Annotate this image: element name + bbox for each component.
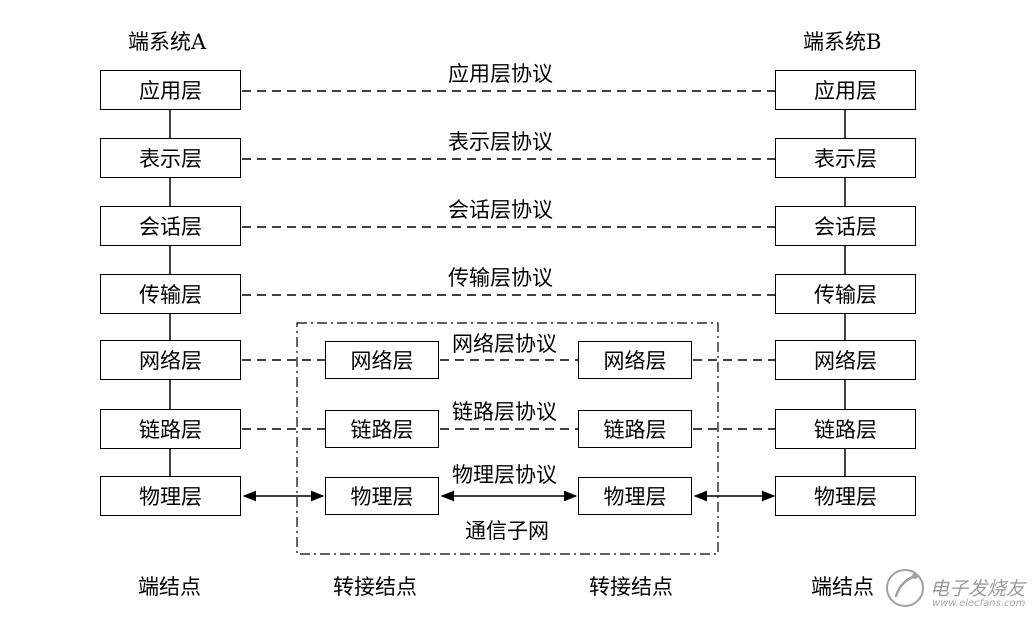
watermark-url: www.elecfans.com (932, 598, 1026, 609)
relay1-layer-network: 网络层 (325, 341, 439, 379)
a-layer-link: 链路层 (100, 409, 241, 449)
subnet-label: 通信子网 (465, 519, 549, 543)
relay2-layer-physical: 物理层 (578, 477, 692, 515)
a-layer-application: 应用层 (100, 70, 241, 110)
subnet-boundary (296, 322, 719, 555)
protocol-label-network: 网络层协议 (448, 334, 561, 355)
a-layer-presentation: 表示层 (100, 138, 241, 178)
protocol-label-transport: 传输层协议 (448, 266, 553, 290)
a-layer-network: 网络层 (100, 340, 241, 380)
b-layer-application: 应用层 (775, 70, 916, 110)
a-layer-transport: 传输层 (100, 274, 241, 314)
b-layer-presentation: 表示层 (775, 138, 916, 178)
relay1-layer-link: 链路层 (325, 410, 439, 448)
relay2-layer-link: 链路层 (578, 410, 692, 448)
node-label-relay-1: 转接结点 (333, 575, 417, 599)
elecfans-logo-icon (886, 569, 924, 607)
node-label-end-a: 端结点 (138, 575, 201, 599)
node-label-relay-2: 转接结点 (589, 575, 673, 599)
watermark: 电子发烧友 www.elecfans.com (882, 560, 1028, 616)
a-layer-physical: 物理层 (100, 476, 241, 516)
protocol-label-application: 应用层协议 (448, 62, 553, 86)
protocol-label-session: 会话层协议 (448, 198, 553, 222)
relay2-layer-network: 网络层 (578, 341, 692, 379)
b-layer-network: 网络层 (775, 340, 916, 380)
protocol-label-physical: 物理层协议 (448, 465, 561, 486)
b-layer-physical: 物理层 (775, 476, 916, 516)
b-layer-link: 链路层 (775, 409, 916, 449)
b-layer-session: 会话层 (775, 206, 916, 246)
watermark-logo-text: 电子发烧友 (930, 578, 1026, 600)
node-label-end-b: 端结点 (811, 575, 874, 599)
a-layer-session: 会话层 (100, 206, 241, 246)
b-layer-transport: 传输层 (775, 274, 916, 314)
protocol-label-presentation: 表示层协议 (448, 130, 553, 154)
system-a-header: 端系统A (128, 30, 207, 54)
protocol-label-link: 链路层协议 (448, 402, 561, 423)
relay1-layer-physical: 物理层 (325, 477, 439, 515)
system-b-header: 端系统B (803, 30, 882, 54)
